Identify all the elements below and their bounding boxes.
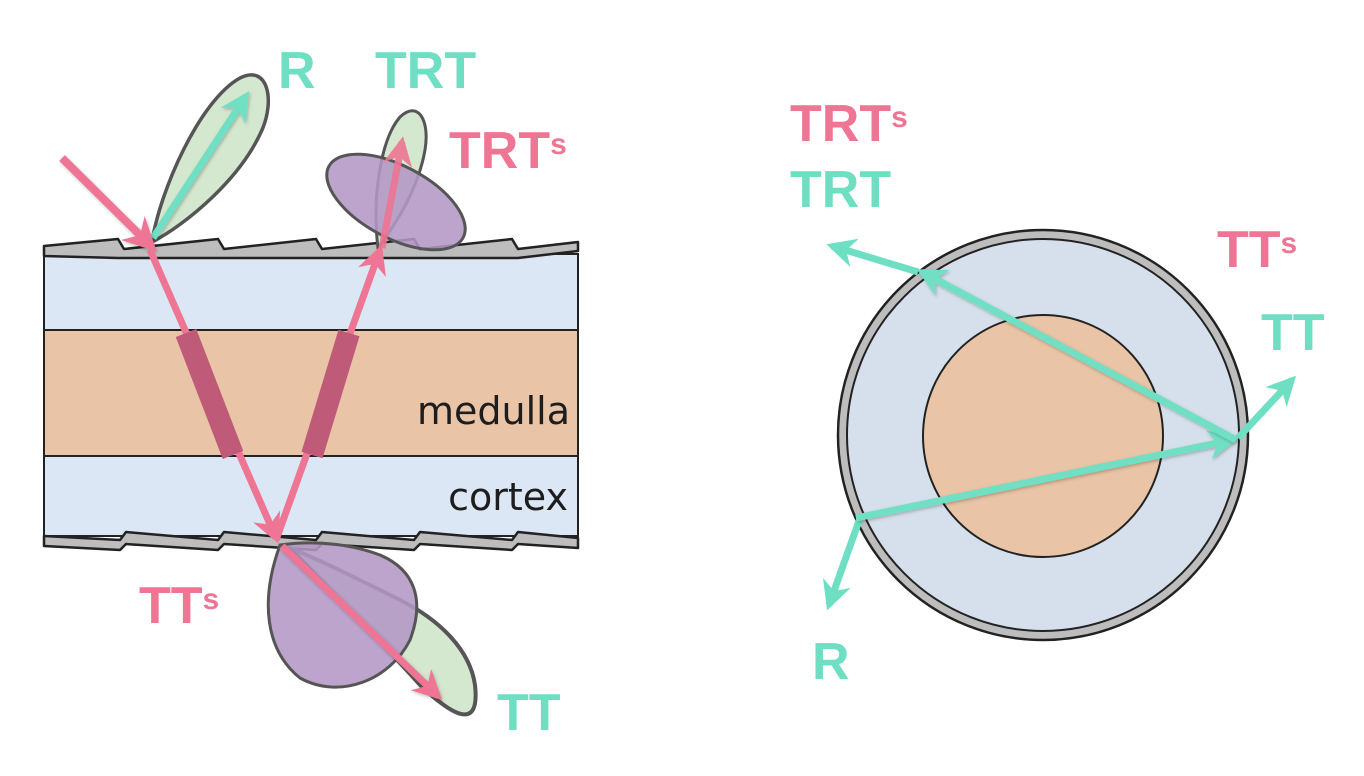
trts-lobe [325, 152, 467, 252]
medulla-segment-down [175, 329, 244, 459]
trt-exit-arrow [378, 136, 413, 249]
cs-internal-reflection [916, 268, 1238, 444]
tt-exit-arrow [279, 543, 443, 701]
cs-refracted-ray [855, 430, 1238, 522]
tts-lobe [266, 541, 419, 689]
label-trt: TRT [375, 42, 476, 100]
medulla-disk [922, 314, 1164, 558]
cortex-bottom-band [43, 455, 579, 537]
cs-label-tts-base: TT [1217, 221, 1281, 279]
cs-label-tt: TT [1261, 304, 1325, 362]
cs-label-trts-sub: s [891, 101, 908, 134]
label-tt: TT [497, 684, 561, 742]
cs-label-tts: TTs [1217, 221, 1297, 279]
cs-label-tts-sub: s [1281, 227, 1298, 260]
label-trts: TRTs [449, 122, 567, 180]
label-r: R [278, 42, 316, 100]
cs-label-trts-base: TRT [790, 95, 891, 153]
cuticle-bottom [42, 530, 580, 552]
medulla-segment-up [301, 329, 360, 459]
label-trts-base: TRT [449, 122, 550, 180]
cortex-label: cortex [448, 475, 568, 519]
cs-label-trt: TRT [790, 161, 891, 219]
label-tts-base: TT [139, 577, 203, 635]
incident-ray [59, 155, 157, 252]
label-trts-sub: s [550, 128, 567, 161]
medulla-label: medulla [417, 389, 570, 433]
cs-tt-arrow [1235, 375, 1297, 441]
cs-label-trts: TRTs [790, 95, 908, 153]
label-tts-sub: s [203, 583, 220, 616]
cs-r-arrow [823, 516, 864, 611]
cs-trt-arrow [826, 238, 920, 276]
cross-section-view: TRTs TRT TTs TT R [775, 95, 1325, 691]
label-tts: TTs [139, 577, 219, 635]
r-arrow [150, 91, 250, 240]
cuticle-top [42, 237, 580, 260]
longitudinal-view: medulla cortex R TRT TRTs TTs TT [42, 42, 580, 742]
cs-label-r: R [812, 633, 850, 691]
cortex-top-band [43, 253, 579, 331]
